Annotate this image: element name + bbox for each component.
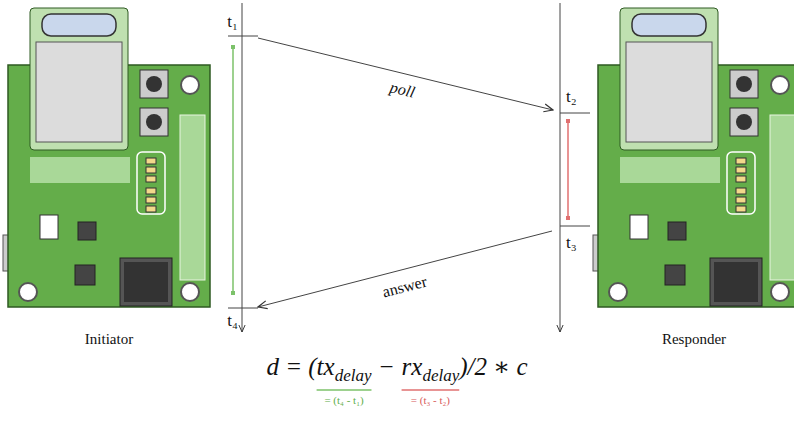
bar-end: [566, 216, 570, 220]
underline: [317, 389, 372, 391]
time-label: t₃: [566, 234, 577, 253]
bar-end: [231, 291, 235, 295]
bar-end: [566, 119, 570, 123]
delay-definition: = (t₃ - t₂): [411, 394, 450, 406]
formula-part: rx: [402, 353, 423, 381]
board-node: Initiator: [8, 8, 210, 350]
board-node: Responder: [596, 8, 792, 350]
responder-board: [593, 8, 794, 307]
formula-part: delay: [422, 366, 459, 386]
timeline: [560, 3, 561, 332]
time-label: t₄: [227, 312, 238, 331]
formula-part: tx: [317, 353, 335, 381]
rx-delay-bar: [567, 121, 569, 218]
message-label: poll: [388, 78, 416, 101]
time-label: t₁: [227, 13, 238, 32]
answer-arrow: [258, 231, 552, 307]
tx-delay-bar: [232, 47, 234, 293]
formula-part: d = (: [266, 353, 316, 381]
formula: d = (txdelay−rxdelay)/2 ∗ c: [0, 352, 794, 381]
message-label: answer: [381, 273, 429, 301]
board-label: Responder: [658, 329, 730, 350]
board-label: Initiator: [81, 329, 137, 350]
formula-part: −: [379, 353, 393, 381]
formula-part: delay: [335, 366, 372, 386]
timeline: [242, 3, 243, 332]
underline: [402, 389, 460, 391]
time-tick: [560, 226, 590, 227]
bar-end: [231, 45, 235, 49]
formula-part: )/2 ∗ c: [459, 352, 527, 381]
time-tick: [560, 113, 590, 114]
poll-arrow: [258, 38, 553, 110]
time-tick: [228, 308, 258, 309]
time-tick: [228, 36, 258, 37]
delay-definition: = (t₄ - t₁): [324, 394, 363, 406]
time-label: t₂: [566, 88, 577, 107]
initiator-board: [3, 8, 210, 307]
